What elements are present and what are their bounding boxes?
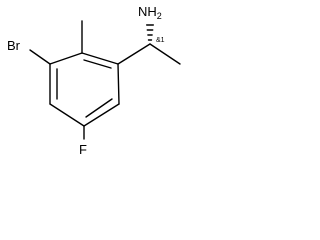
ring-bond-c2-c3 [117,63,120,105]
hashed-wedge-bond [145,24,155,41]
molecule-structure: NH2 &1 Br F [7,4,181,157]
side-methyl-bond [149,43,181,65]
ring-double-inner-1 [83,59,112,69]
side-chain-bond [117,43,151,65]
ring-bond-c6-c1 [49,52,83,65]
ring-bond-c3-c4 [83,103,120,127]
benzene-ring [49,52,120,127]
stereo-label: &1 [156,37,165,44]
fluoro-label: F [79,142,87,157]
ring-bond-c1-c2 [81,52,119,65]
ring-bond-c4-c5 [49,103,85,127]
ring-double-inner-2 [85,98,113,118]
bromo-label: Br [7,38,21,53]
amine-label: NH2 [138,4,162,21]
bromo-bond [29,49,51,65]
